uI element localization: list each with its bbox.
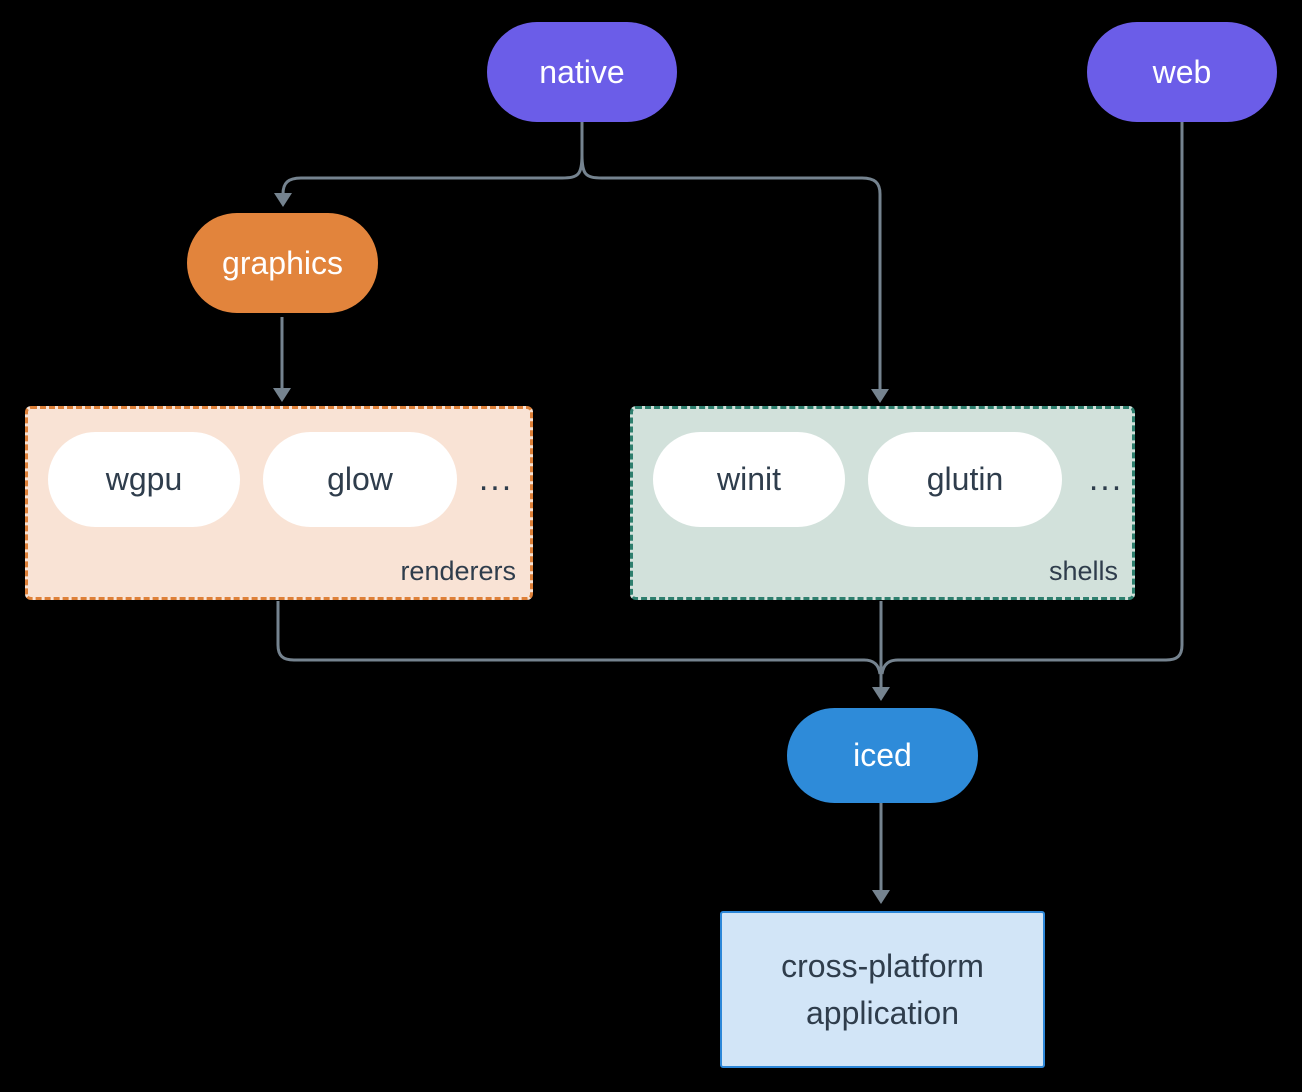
node-app-label: cross-platform application	[781, 947, 984, 1031]
arrowhead-iced	[872, 687, 890, 701]
node-graphics: graphics	[187, 213, 378, 313]
renderers-group-label: renderers	[400, 556, 516, 586]
node-glutin-label: glutin	[926, 461, 1004, 497]
node-cross-platform-application: cross-platform application	[720, 911, 1045, 1068]
group-shells: winit glutin ... shells	[630, 406, 1135, 600]
arrowhead-graphics	[274, 193, 292, 207]
edge-renderers-to-iced	[276, 601, 882, 675]
edge-native-to-shells	[580, 154, 882, 390]
node-iced: iced	[787, 708, 978, 803]
node-web: web	[1087, 22, 1277, 122]
arrowhead-renderers	[273, 388, 291, 402]
arrowhead-shells	[871, 389, 889, 403]
node-graphics-label: graphics	[222, 244, 343, 281]
node-native-label: native	[539, 53, 625, 90]
node-glutin: glutin	[868, 432, 1062, 527]
node-wgpu-label: wgpu	[105, 461, 183, 497]
edge-web-to-iced	[880, 122, 1184, 675]
node-winit: winit	[653, 432, 845, 527]
arrowhead-app	[872, 890, 890, 904]
node-wgpu: wgpu	[48, 432, 240, 527]
node-winit-label: winit	[716, 461, 781, 497]
node-native: native	[487, 22, 677, 122]
node-glow-label: glow	[327, 461, 393, 497]
node-glow: glow	[263, 432, 457, 527]
renderers-ellipsis: ...	[478, 460, 514, 498]
shells-group-label: shells	[1048, 556, 1118, 586]
edge-native-to-graphics	[281, 154, 584, 195]
node-web-label: web	[1152, 53, 1212, 90]
node-iced-label: iced	[853, 737, 912, 773]
shells-ellipsis: ...	[1088, 460, 1124, 498]
group-renderers: wgpu glow ... renderers	[25, 406, 533, 600]
